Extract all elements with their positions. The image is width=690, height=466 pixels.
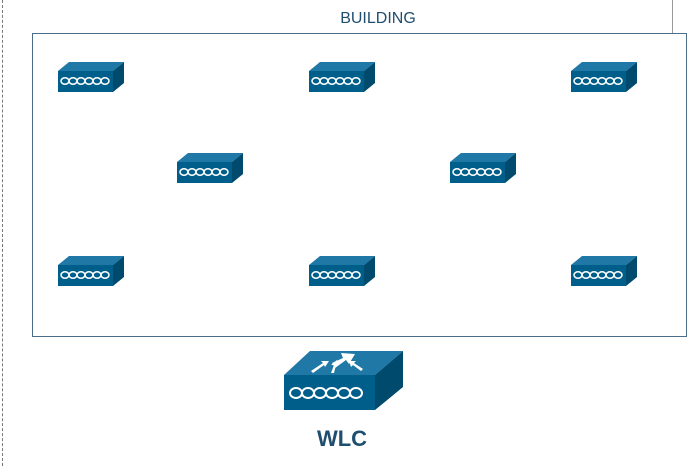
access-point-icon[interactable] [309, 62, 375, 92]
access-point-icon[interactable] [177, 153, 243, 183]
access-point-icon[interactable] [58, 256, 124, 286]
access-point-icon[interactable] [450, 153, 516, 183]
access-point-icon[interactable] [571, 62, 637, 92]
connector-line [672, 0, 673, 33]
page-border-dashed [2, 0, 3, 466]
access-point-icon[interactable] [58, 62, 124, 92]
building-title: BUILDING [340, 10, 416, 27]
access-point-icon[interactable] [309, 256, 375, 286]
wireless-lan-controller-icon[interactable] [283, 350, 404, 412]
wlc-label: WLC [316, 426, 368, 451]
access-point-icon[interactable] [571, 256, 637, 286]
building-boundary [32, 33, 687, 337]
